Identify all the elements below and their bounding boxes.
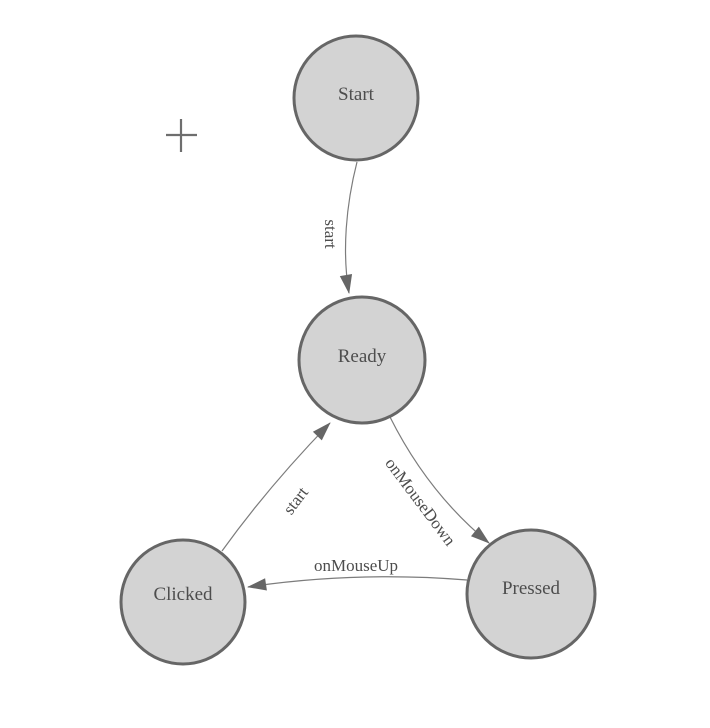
node-start-circle[interactable] [292, 34, 420, 162]
edge-clicked-to-ready [221, 422, 331, 552]
edge-label-start-to-ready: start [321, 219, 340, 249]
edge-label-pressed-to-clicked: onMouseUp [314, 556, 398, 575]
node-clicked-circle[interactable] [119, 538, 247, 666]
node-pressed-label: Pressed [502, 578, 561, 599]
node-ready[interactable]: Ready [297, 295, 427, 425]
node-start[interactable]: Start [292, 34, 420, 162]
edge-label-clicked-to-ready: start [279, 483, 312, 518]
node-clicked-label: Clicked [153, 584, 213, 605]
plus-cursor-icon [166, 119, 197, 152]
node-pressed[interactable]: Pressed [465, 528, 597, 660]
node-ready-label: Ready [338, 346, 387, 367]
node-start-label: Start [338, 84, 375, 105]
node-clicked[interactable]: Clicked [119, 538, 247, 666]
edge-start-to-ready [339, 161, 358, 294]
node-pressed-circle[interactable] [465, 528, 597, 660]
edge-ready-to-pressed [389, 416, 490, 544]
edge-pressed-to-clicked [247, 576, 468, 591]
node-ready-circle[interactable] [297, 295, 427, 425]
